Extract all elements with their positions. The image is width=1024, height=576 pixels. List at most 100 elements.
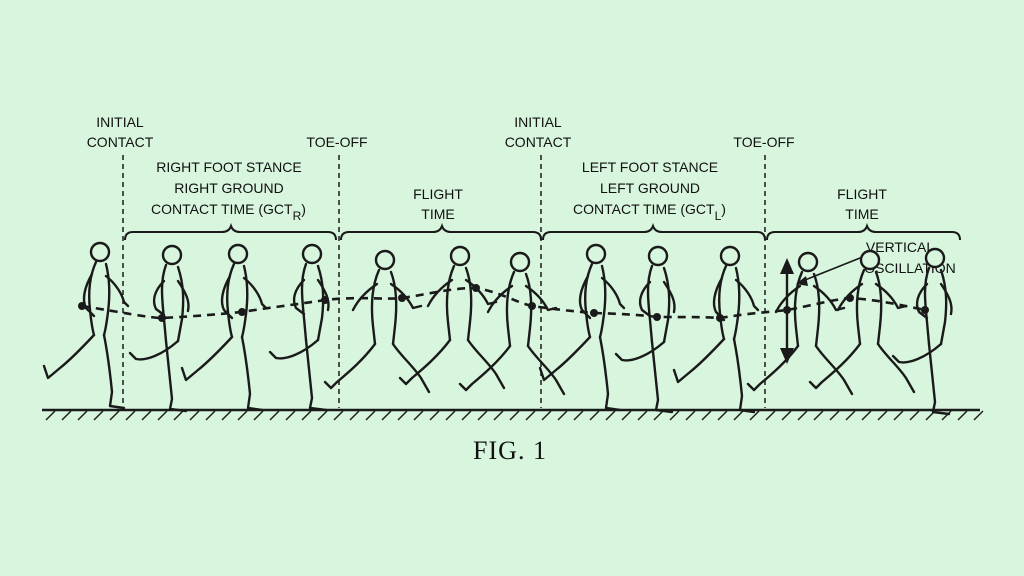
ground-hatch (573, 410, 584, 421)
ground-hatch (429, 410, 440, 421)
runner-3 (180, 243, 268, 412)
ground-hatch (797, 410, 808, 421)
right-subscript: R (293, 209, 302, 223)
ground-hatch (925, 410, 936, 421)
ground-hatch (333, 410, 344, 421)
ground-hatch (781, 410, 792, 421)
ground-hatch (125, 410, 136, 421)
com-dot-1 (78, 302, 86, 310)
ground-hatch (173, 410, 184, 421)
flight-2-line1: FLIGHT (837, 186, 887, 202)
ground-hatch (445, 410, 456, 421)
toe-off-1-label: TOE-OFF (306, 134, 367, 150)
ground-hatch (653, 410, 664, 421)
ground-hatch (221, 410, 232, 421)
flight-1-line1: FLIGHT (413, 186, 463, 202)
ground-hatch (301, 410, 312, 421)
ground-hatch (605, 410, 616, 421)
ground-hatch (509, 410, 520, 421)
vertical-oscillation-arrow (780, 257, 861, 364)
initial-contact-1-line2: CONTACT (87, 134, 154, 150)
ground-hatch (189, 410, 200, 421)
com-dot-4 (321, 296, 329, 304)
center-of-mass-dots (78, 284, 929, 322)
initial-contact-2-line1: INITIAL (514, 114, 562, 130)
ground-hatch (893, 410, 904, 421)
runner-5 (323, 249, 431, 394)
figure-caption: FIG. 1 (473, 436, 547, 465)
left-stance-line3: CONTACT TIME (GCTL) (573, 201, 726, 223)
brace-flight-2 (766, 222, 961, 241)
right-stance-line3: CONTACT TIME (GCTR) (151, 201, 306, 223)
runner-11 (746, 251, 854, 396)
com-dot-12 (846, 294, 854, 302)
com-dot-7 (528, 302, 536, 310)
ground-hatch (957, 410, 968, 421)
ground-hatch (733, 410, 744, 421)
ground-hatch (941, 410, 952, 421)
com-dot-6 (472, 284, 480, 292)
runner-6 (398, 245, 506, 390)
ground-hatch (461, 410, 472, 421)
ground-hatch (237, 410, 248, 421)
flight-2-line2: TIME (845, 206, 878, 222)
ground-hatch (557, 410, 568, 421)
left-stance-line2: LEFT GROUND (600, 180, 700, 196)
com-dot-8 (590, 309, 598, 317)
runner-figures (42, 241, 953, 416)
runner-1 (42, 241, 130, 410)
ground-hatch (861, 410, 872, 421)
right-stance-line1: RIGHT FOOT STANCE (156, 159, 301, 175)
ground-hatch (717, 410, 728, 421)
toe-off-2-label: TOE-OFF (733, 134, 794, 150)
ground-hatch (269, 410, 280, 421)
com-dot-5 (398, 294, 406, 302)
runner-7 (458, 251, 566, 396)
ground-hatch (109, 410, 120, 421)
com-dot-2 (158, 314, 166, 322)
com-dot-3 (238, 308, 246, 316)
ground-hatch (349, 410, 360, 421)
ground-hatch (845, 410, 856, 421)
ground-hatch (829, 410, 840, 421)
ground-hatch (749, 410, 760, 421)
ground-hatch (317, 410, 328, 421)
ground-hatch (765, 410, 776, 421)
com-dot-9 (653, 313, 661, 321)
runner-10 (672, 245, 760, 414)
ground-hatch (45, 410, 56, 421)
ground-hatch (813, 410, 824, 421)
brace-left-stance (542, 222, 766, 241)
left-stance-line1: LEFT FOOT STANCE (582, 159, 718, 175)
ground-hatch (621, 410, 632, 421)
left-subscript: L (715, 209, 722, 223)
ground-hatch (637, 410, 648, 421)
ground-hatch (701, 410, 712, 421)
ground-hatch (589, 410, 600, 421)
ground-hatch (397, 410, 408, 421)
ground-hatch (61, 410, 72, 421)
ground-hatch (477, 410, 488, 421)
ground-hatch (253, 410, 264, 421)
phase-lines (122, 155, 766, 408)
right-stance-line2: RIGHT GROUND (174, 180, 283, 196)
ground-hatch (381, 410, 392, 421)
initial-contact-1-line1: INITIAL (96, 114, 144, 130)
ground-hatch (541, 410, 552, 421)
ground-hatch (77, 410, 88, 421)
com-dot-13 (921, 306, 929, 314)
ground-hatch (285, 410, 296, 421)
ground-hatch (141, 410, 152, 421)
ground-hatch (973, 410, 984, 421)
vertical-oscillation-line1: VERTICAL (866, 239, 934, 255)
ground-hatch (365, 410, 376, 421)
ground-hatch (413, 410, 424, 421)
ground-hatch (669, 410, 680, 421)
runner-9 (614, 245, 676, 414)
brace-flight-1 (340, 222, 542, 241)
runner-8 (538, 243, 626, 412)
ground-hatch (685, 410, 696, 421)
flight-1-line2: TIME (421, 206, 454, 222)
